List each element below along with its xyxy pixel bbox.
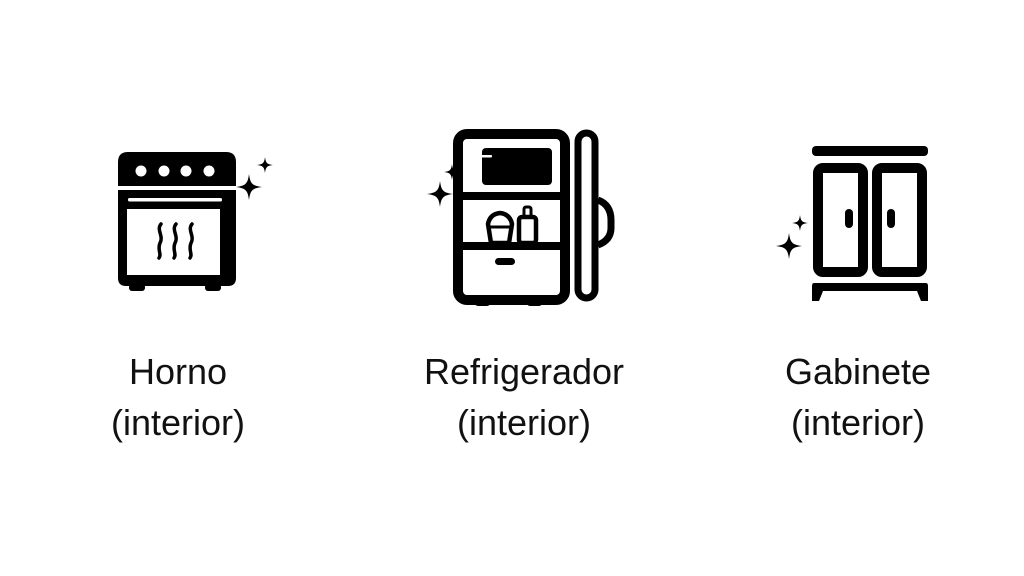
item-name: Horno xyxy=(128,351,228,392)
sparkle-icon xyxy=(257,157,273,173)
cabinet-icon xyxy=(776,146,928,301)
item-name: Gabinete xyxy=(784,351,932,392)
cabinet-label: Gabinete (interior) xyxy=(708,346,1008,448)
refrigerator-icon xyxy=(427,129,615,306)
item-detail: (interior) xyxy=(456,402,591,443)
item-detail: (interior) xyxy=(110,402,245,443)
item-name: Refrigerador xyxy=(423,351,625,392)
sparkle-icon xyxy=(236,174,262,200)
refrigerator-label: Refrigerador (interior) xyxy=(374,346,674,448)
item-detail: (interior) xyxy=(790,402,925,443)
sparkle-icon xyxy=(792,215,808,231)
oven-icon xyxy=(118,152,273,291)
sparkle-icon xyxy=(776,233,802,259)
sparkle-icon xyxy=(427,181,453,207)
oven-label: Horno (interior) xyxy=(28,346,328,448)
